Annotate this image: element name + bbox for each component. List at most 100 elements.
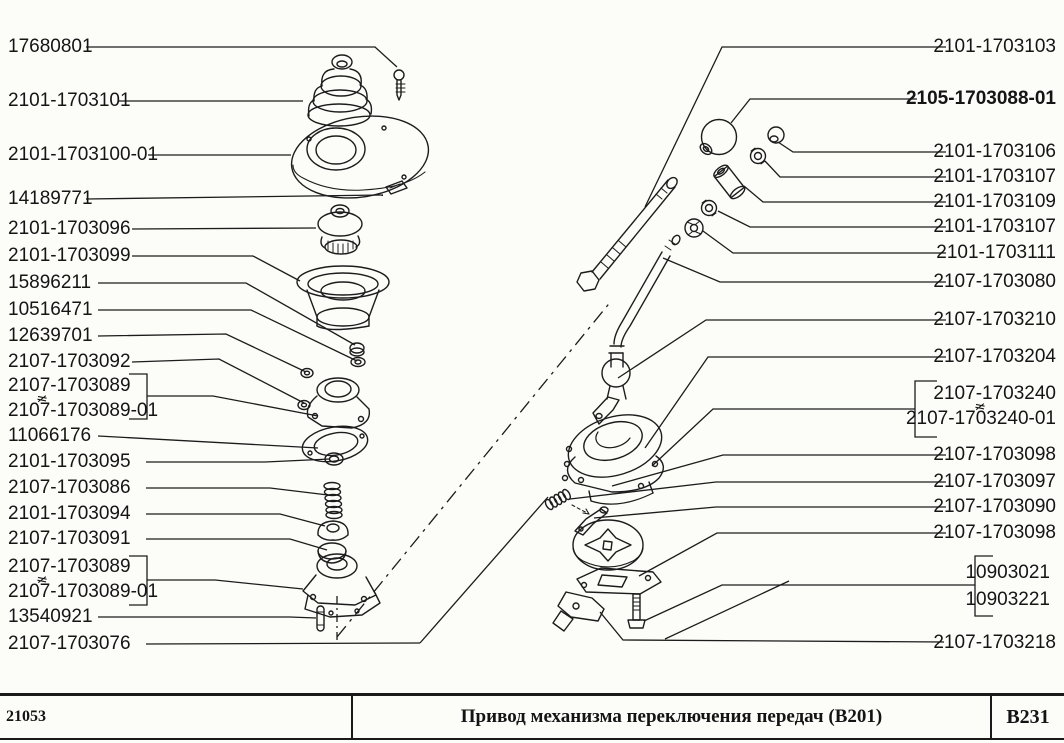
leader-line — [98, 309, 358, 362]
leader-line — [777, 141, 946, 153]
leader-line — [132, 255, 301, 282]
leader-line — [85, 194, 384, 200]
part-number-label: 2101-1703100-01 — [8, 144, 158, 165]
not-interchangeable-mark: ≠ — [973, 398, 988, 416]
construction-line — [419, 496, 549, 644]
leader-line — [651, 408, 915, 467]
leader-line — [764, 160, 946, 178]
part-number-label: 12639701 — [8, 325, 93, 346]
part-number-label: 2107-1703080 — [933, 271, 1056, 292]
part-number-label: 17680801 — [8, 36, 93, 57]
lower-gear-lever-drawing — [592, 234, 681, 425]
part-number-label: 2107-1703097 — [933, 471, 1056, 492]
funnel-boot-drawing — [296, 265, 390, 331]
part-number-label: 11066176 — [8, 425, 91, 446]
construction-line — [664, 580, 790, 640]
part-number-label: 15896211 — [8, 272, 91, 293]
detent-spring-drawing — [544, 488, 590, 515]
alternative-parts-bracket — [129, 373, 148, 420]
leader-line — [644, 46, 946, 208]
part-number-label: 2101-1703107 — [933, 216, 1056, 237]
part-number-label: 10903221 — [965, 589, 1050, 610]
spring-drawing — [323, 481, 343, 520]
part-number-label: 2101-1703095 — [8, 451, 131, 472]
leader-line — [569, 481, 946, 500]
floor-cover-plate-drawing — [290, 115, 430, 199]
leader-line — [147, 579, 304, 590]
leader-line — [146, 487, 329, 496]
part-number-label: 2107-1703092 — [8, 351, 131, 372]
leader-line — [662, 257, 946, 283]
part-number-label: 2107-1703089-01 — [8, 581, 158, 602]
alternative-parts-bracket — [974, 555, 993, 617]
part-number-label: 2105-1703088-01 — [906, 88, 1056, 109]
leader-line — [146, 538, 328, 551]
small-fasteners-drawing — [297, 342, 366, 411]
part-number-label: 2101-1703111 — [936, 242, 1056, 263]
part-number-label: 2107-1703089 — [8, 556, 131, 577]
leader-line — [86, 46, 398, 68]
drawing-title: Привод механизма переключения передач (В… — [353, 696, 992, 738]
leader-line — [611, 454, 946, 487]
rubber-damper-drawing — [317, 204, 363, 255]
leader-line — [146, 458, 331, 463]
part-number-label: 2107-1703098 — [933, 522, 1056, 543]
leader-line — [730, 98, 917, 124]
alternative-parts-bracket — [129, 555, 148, 606]
construction-line — [336, 299, 613, 638]
leader-line — [131, 227, 317, 230]
leader-line — [599, 611, 945, 643]
part-number-label: 2101-1703109 — [933, 191, 1056, 212]
upper-gear-lever-drawing — [576, 176, 678, 292]
selector-gate-plate-drawing — [572, 519, 644, 571]
leader-line — [131, 358, 305, 404]
part-number-label: 2107-1703086 — [8, 477, 131, 498]
gear-lever-boot-drawing — [307, 54, 373, 127]
pin-drawing — [316, 605, 325, 632]
not-interchangeable-mark: ≠ — [35, 571, 50, 589]
part-number-label: 10903021 — [965, 562, 1050, 583]
part-number-label: 14189771 — [8, 188, 93, 209]
part-number-label: 2101-1703103 — [933, 36, 1056, 57]
leader-line — [98, 282, 356, 346]
part-number-label: 2107-1703240-01 — [906, 408, 1056, 429]
upper-lever-housing-drawing — [306, 377, 371, 429]
bolt-drawing — [627, 593, 646, 629]
not-interchangeable-mark: ≠ — [35, 390, 50, 408]
shift-mechanism-housing-drawing — [561, 414, 664, 505]
part-number-label: 2101-1703099 — [8, 245, 131, 266]
selector-lever-arm-drawing — [574, 506, 609, 536]
leader-line — [147, 395, 319, 417]
lower-lever-housing-drawing — [302, 553, 381, 618]
part-number-label: 2101-1703107 — [933, 166, 1056, 187]
model-code: 21053 — [0, 696, 353, 738]
support-bracket-drawing — [552, 591, 605, 632]
leader-line — [145, 642, 421, 645]
part-number-label: 2107-1703090 — [933, 496, 1056, 517]
part-number-labels-layer: 176808012101-17031012101-1703100-0114189… — [8, 36, 1056, 654]
spring-cap-drawing — [317, 520, 349, 541]
part-number-label: 13540921 — [8, 606, 93, 627]
leader-lines-layer — [85, 46, 993, 645]
exploded-parts-diagram: 176808012101-17031012101-1703100-0114189… — [8, 36, 1056, 654]
part-number-label: 2107-1703204 — [933, 346, 1056, 367]
part-number-label: 2107-1703089 — [8, 375, 131, 396]
part-number-label: 2107-1703210 — [933, 309, 1056, 330]
gear-knob-ball-drawing — [699, 118, 738, 156]
leader-line — [644, 356, 946, 449]
leader-line — [643, 584, 975, 622]
part-number-label: 2101-1703106 — [933, 141, 1056, 162]
title-block: 21053 Привод механизма переключения пере… — [0, 693, 1064, 740]
leader-line — [593, 506, 946, 519]
part-number-label: 2107-1703089-01 — [8, 400, 158, 421]
sheet-code: В231 — [1006, 705, 1050, 728]
part-number-label: 2107-1703098 — [933, 444, 1056, 465]
leader-line — [717, 210, 946, 228]
part-number-label: 2107-1703091 — [8, 528, 131, 549]
leader-line — [702, 230, 946, 254]
part-number-label: 2107-1703218 — [933, 632, 1056, 653]
lower-cover-plate-drawing — [576, 567, 662, 595]
leader-line — [97, 333, 307, 373]
part-number-label: 2101-1703094 — [8, 503, 131, 524]
